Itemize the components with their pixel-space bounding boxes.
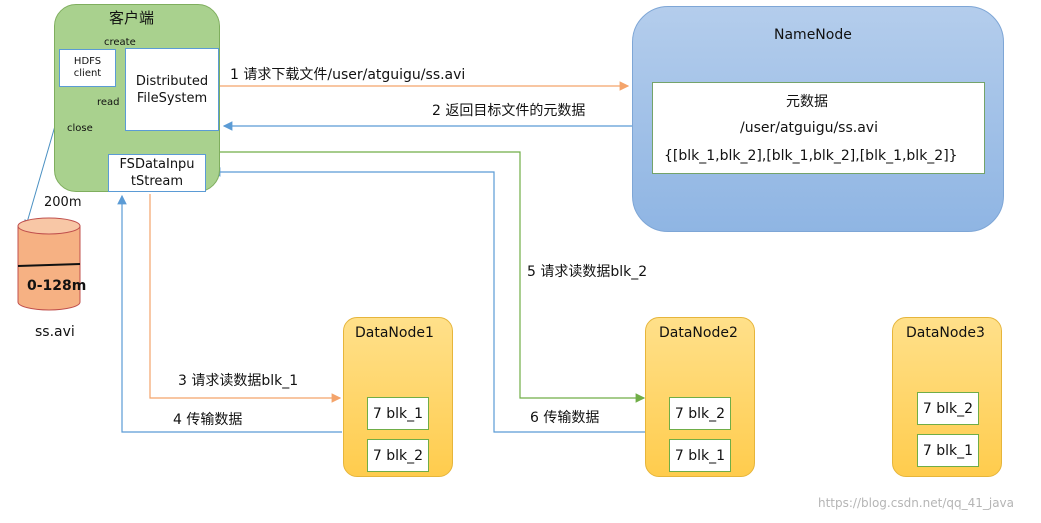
disk-size-label: 200m <box>44 195 82 210</box>
watermark: https://blog.csdn.net/qq_41_java <box>818 496 1015 510</box>
fsdatainputstream-box: FSDataInpu tStream <box>108 154 206 192</box>
step1-label: 1 请求下载文件/user/atguigu/ss.avi <box>230 67 466 83</box>
step4-label: 4 传输数据 <box>173 412 243 428</box>
datanode3-block: 7 blk_2 <box>917 392 979 425</box>
datanode1-block: 7 blk_1 <box>367 397 429 430</box>
disk-range-label: 0-128m <box>27 278 87 294</box>
step6-arrow <box>210 167 646 433</box>
datanode2-block: 7 blk_1 <box>669 439 731 472</box>
step2-label: 2 返回目标文件的元数据 <box>432 103 586 119</box>
datanode1-title: DataNode1 <box>355 325 434 341</box>
distributed-filesystem-box: Distributed FileSystem <box>125 48 219 131</box>
metadata-title: 元数据 <box>786 94 828 110</box>
close-label: close <box>67 123 93 134</box>
metadata-box <box>652 82 985 174</box>
metadata-path: /user/atguigu/ss.avi <box>740 120 878 136</box>
datanode3-title: DataNode3 <box>906 325 985 341</box>
step3-arrow <box>149 194 342 403</box>
datanode2-block: 7 blk_2 <box>669 397 731 430</box>
datanode3-block: 7 blk_1 <box>917 434 979 467</box>
step3-label: 3 请求读数据blk_1 <box>178 373 299 389</box>
step6-label: 6 传输数据 <box>530 410 600 426</box>
hdfs-client-box: HDFS client <box>59 49 116 87</box>
datanode2-title: DataNode2 <box>659 325 738 341</box>
step5-arrow <box>208 151 646 403</box>
create-label: create <box>104 37 136 48</box>
datanode1-block: 7 blk_2 <box>367 439 429 472</box>
read-label: read <box>97 97 120 108</box>
step5-label: 5 请求读数据blk_2 <box>527 264 648 280</box>
namenode-title: NameNode <box>774 27 852 43</box>
file-name-label: ss.avi <box>35 324 75 340</box>
step4-arrow <box>117 194 342 433</box>
metadata-blocks: {[blk_1,blk_2],[blk_1,blk_2],[blk_1,blk_… <box>664 148 958 164</box>
client-title: 客户端 <box>109 9 155 27</box>
